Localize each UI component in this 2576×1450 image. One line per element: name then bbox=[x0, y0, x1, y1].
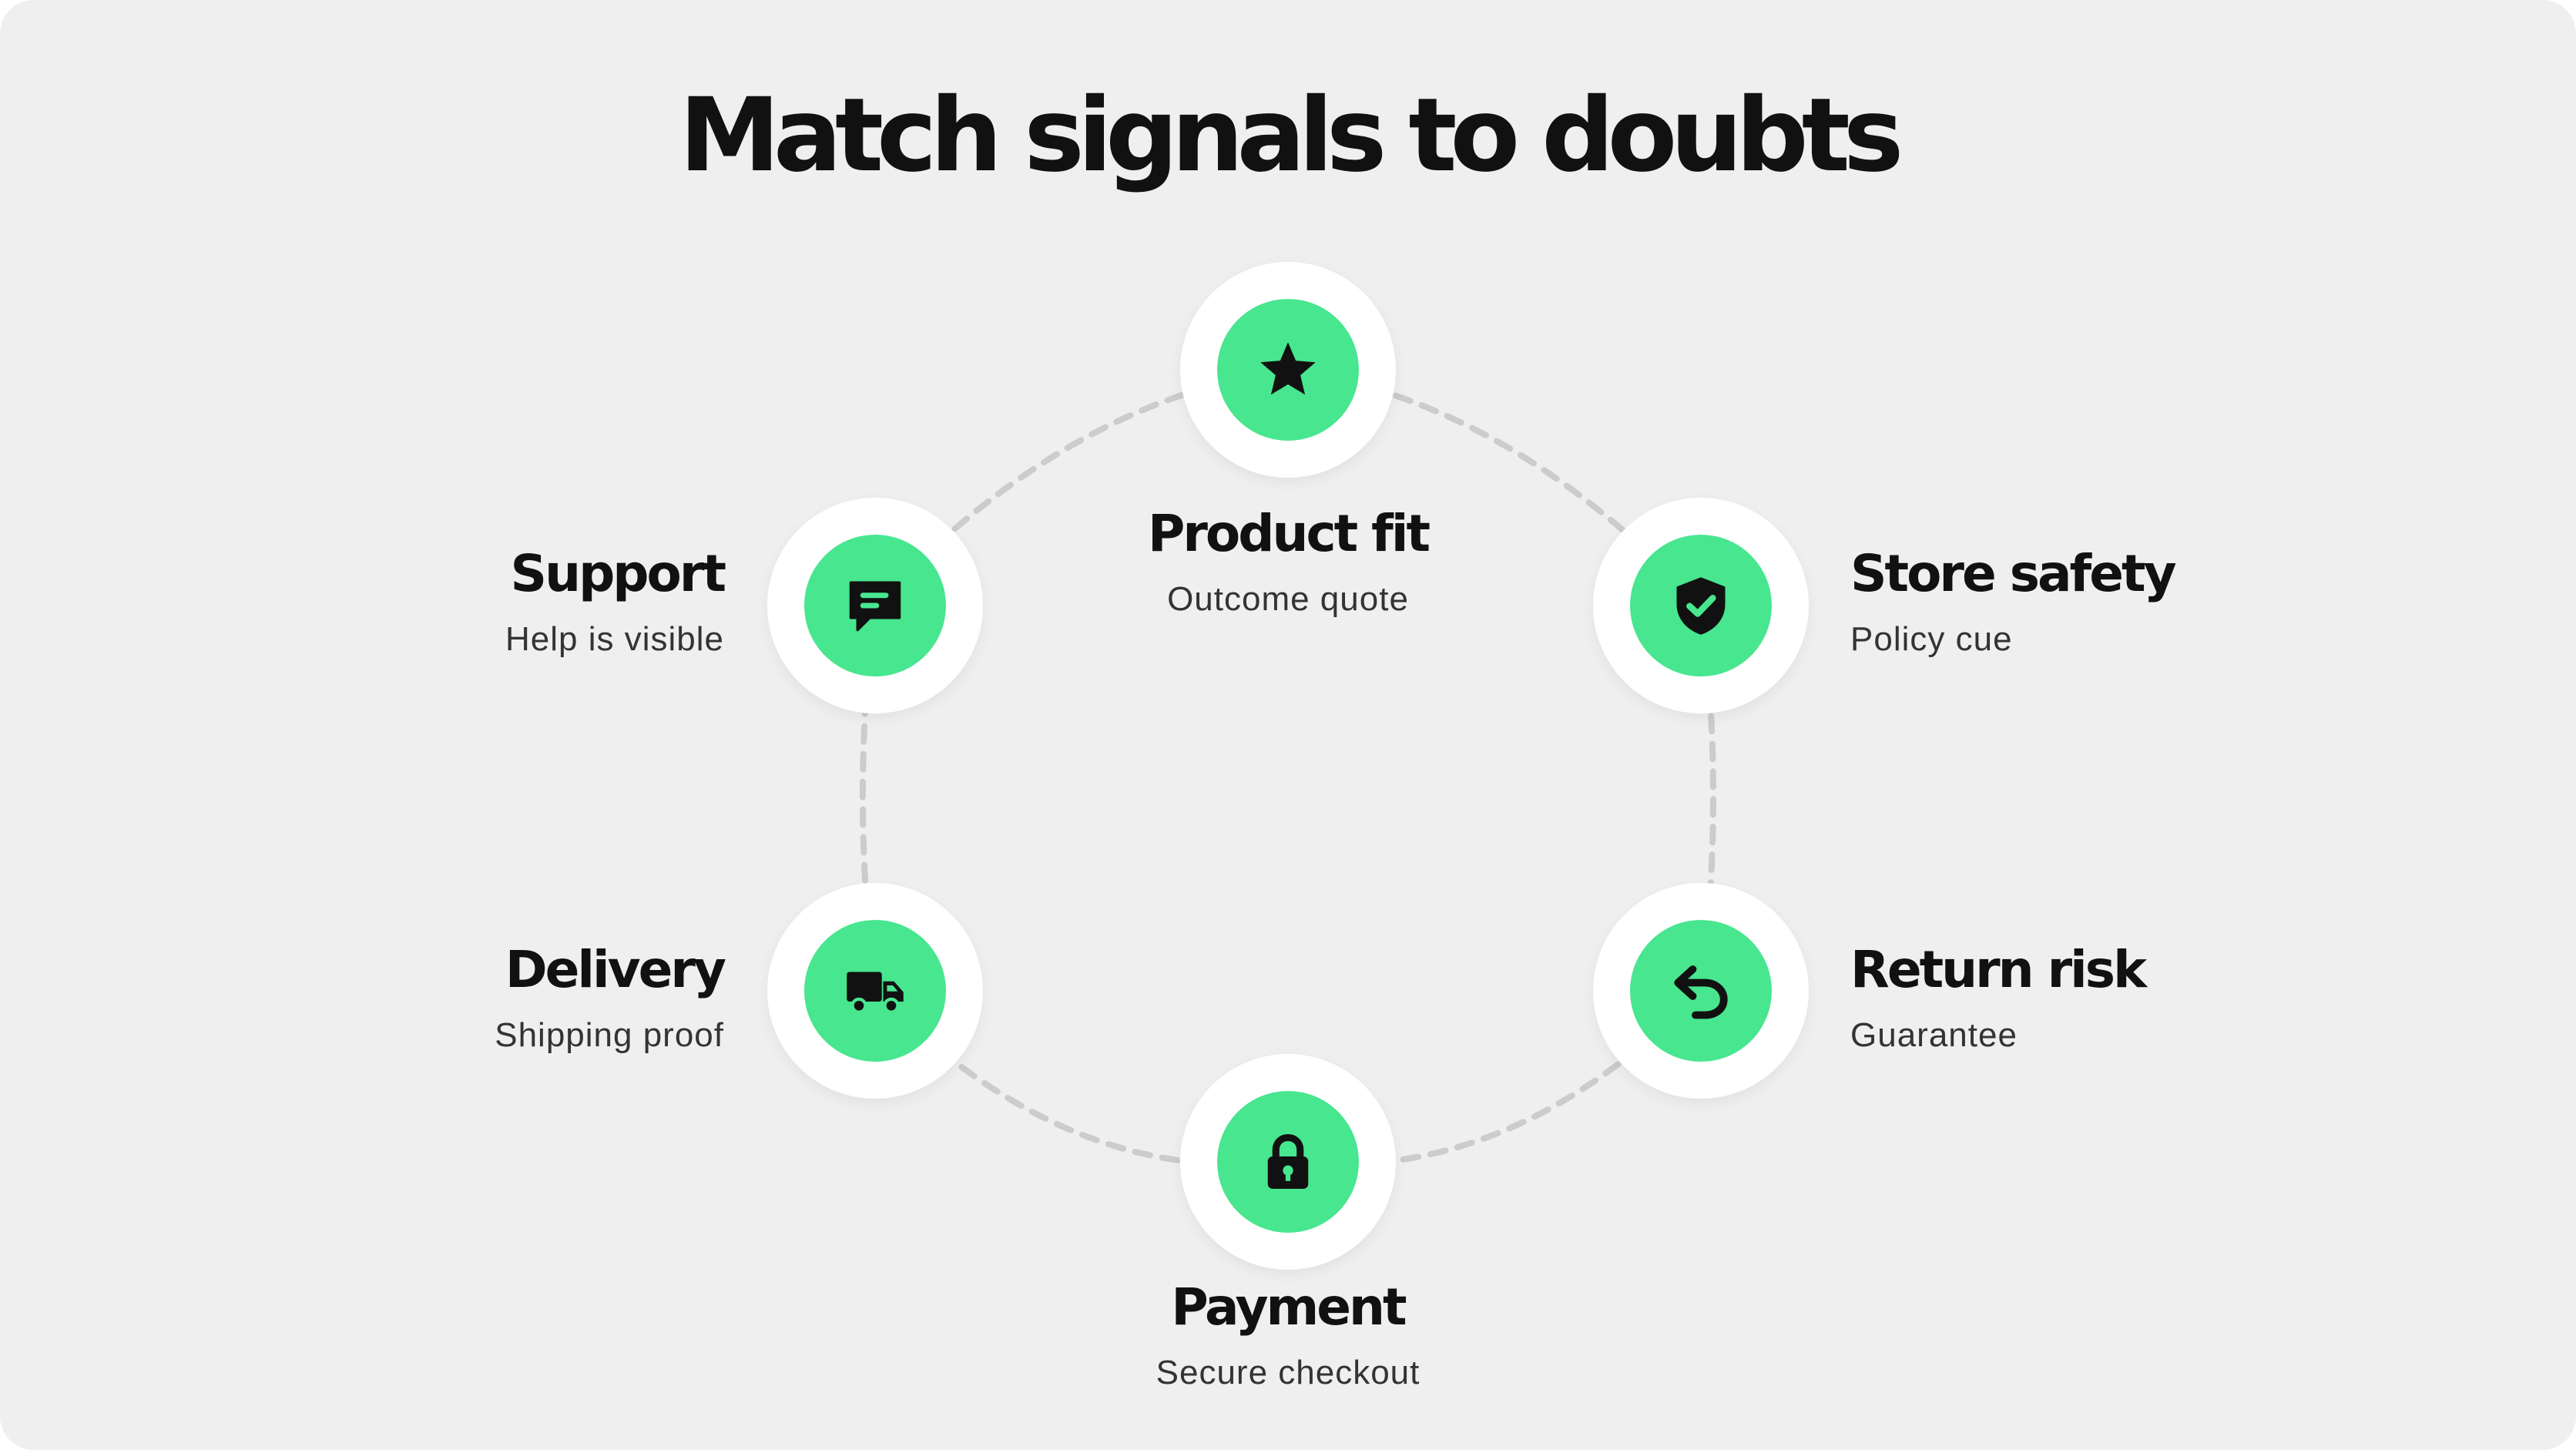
chat-bubble-icon bbox=[849, 581, 901, 632]
label-product-fit: Product fit Outcome quote bbox=[1057, 509, 1519, 616]
node-delivery bbox=[767, 883, 983, 1099]
return-risk-disc bbox=[1630, 920, 1772, 1062]
return-risk-title: Return risk bbox=[1850, 940, 2147, 999]
node-store-safety bbox=[1593, 498, 1809, 713]
shield-check-icon bbox=[1676, 577, 1726, 635]
label-delivery: Delivery Shipping proof bbox=[262, 940, 726, 1054]
label-store-safety: Store safety Policy cue bbox=[1850, 549, 2390, 656]
return-risk-subtitle: Guarantee bbox=[1850, 1016, 2018, 1054]
product-fit-title: Product fit bbox=[1147, 504, 1431, 563]
payment-title: Payment bbox=[1171, 1277, 1407, 1337]
page-title: Match signals to doubts bbox=[679, 76, 1904, 195]
payment-subtitle: Secure checkout bbox=[1156, 1354, 1420, 1391]
product-fit-disc bbox=[1217, 299, 1359, 441]
support-title: Support bbox=[510, 544, 726, 603]
store-safety-subtitle: Policy cue bbox=[1850, 620, 2013, 658]
label-payment: Payment Secure checkout bbox=[1057, 1282, 1519, 1390]
delivery-subtitle: Shipping proof bbox=[495, 1016, 724, 1054]
delivery-disc bbox=[804, 920, 946, 1062]
payment-disc bbox=[1217, 1091, 1359, 1233]
delivery-title: Delivery bbox=[505, 940, 726, 999]
support-disc bbox=[804, 535, 946, 676]
label-support: Support Help is visible bbox=[262, 544, 726, 658]
store-safety-disc bbox=[1630, 535, 1772, 676]
node-payment bbox=[1180, 1054, 1396, 1270]
undo-arrow-icon bbox=[1674, 965, 1728, 1019]
node-support bbox=[767, 498, 983, 713]
padlock-icon bbox=[1267, 1133, 1309, 1189]
support-subtitle: Help is visible bbox=[505, 620, 724, 658]
node-return-risk bbox=[1593, 883, 1809, 1099]
star-icon bbox=[1260, 342, 1316, 395]
node-product-fit bbox=[1180, 262, 1396, 478]
truck-icon bbox=[847, 972, 904, 1014]
label-return-risk: Return risk Guarantee bbox=[1850, 945, 2390, 1052]
product-fit-subtitle: Outcome quote bbox=[1167, 580, 1409, 618]
store-safety-title: Store safety bbox=[1850, 544, 2177, 603]
